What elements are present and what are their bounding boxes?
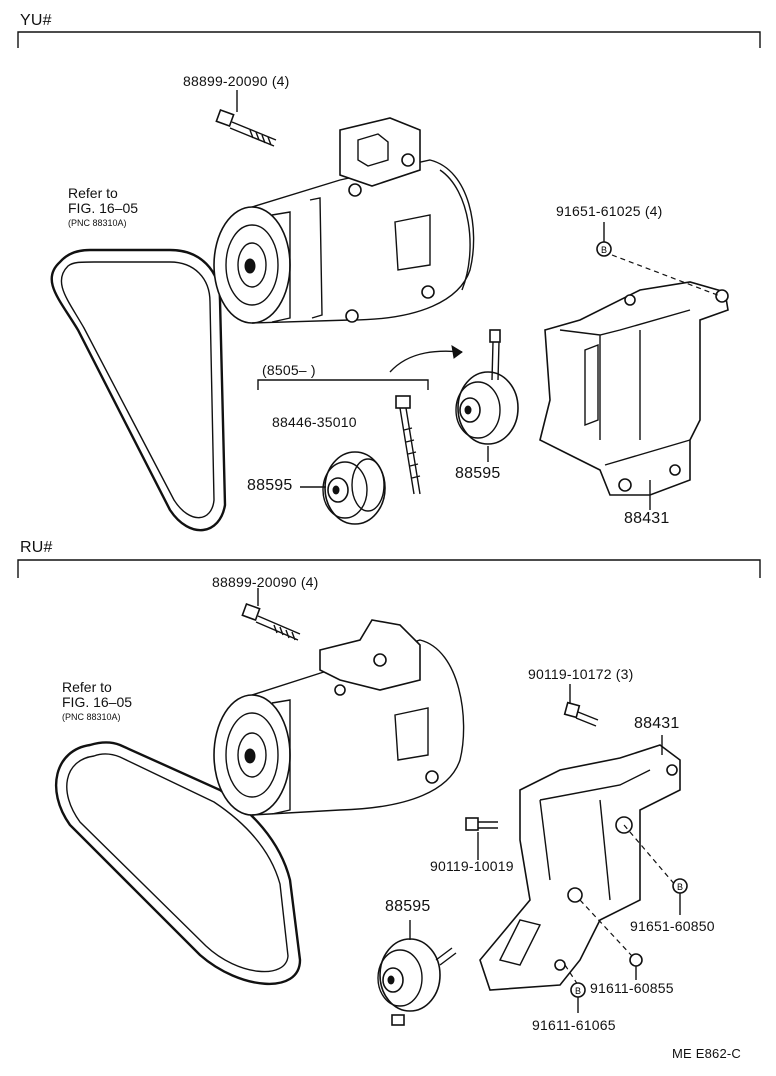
ru-label-bolt-top: 88899-20090 (4) xyxy=(212,574,319,590)
ru-bolt-90119-10172 xyxy=(563,701,599,727)
yu-label-nut: 91651-61025 (4) xyxy=(556,203,663,219)
yu-refer-note: Refer to FIG. 16–05 (PNC 88310A) xyxy=(68,186,138,231)
ru-label-nut-c: 91611-61065 xyxy=(532,1017,616,1033)
yu-drive-belt xyxy=(50,248,227,532)
yu-label-bracket: 88431 xyxy=(624,510,670,527)
ru-refer-pnc: (PNC 88310A) xyxy=(62,712,121,722)
svg-text:B: B xyxy=(677,882,683,892)
ru-label-bolt-mid: 90119-10019 xyxy=(430,858,514,874)
yu-label-range: (8505– ) xyxy=(262,362,316,378)
ru-label-nut-b: 91611-60855 xyxy=(590,980,674,996)
ru-section-header: RU# xyxy=(20,539,53,556)
svg-text:B: B xyxy=(575,986,581,996)
yu-label-idler-right: 88595 xyxy=(455,465,501,482)
yu-idler-pulley-left xyxy=(322,451,386,525)
ru-nut-marker-c: B xyxy=(570,982,586,998)
ru-bolt-90119-10019 xyxy=(465,817,498,831)
ru-nut-marker-a: B xyxy=(672,878,688,894)
ru-label-bolt-right: 90119-10172 (3) xyxy=(528,666,634,682)
yu-bracket-88431 xyxy=(539,281,729,496)
ru-label-nut-a: 91651-60850 xyxy=(630,918,715,934)
yu-label-bolt-top: 88899-20090 (4) xyxy=(183,73,290,89)
svg-text:B: B xyxy=(601,245,607,255)
yu-label-long-bolt: 88446-35010 xyxy=(272,414,357,430)
ru-idler-pulley xyxy=(377,938,457,1026)
ru-bracket-88431 xyxy=(479,744,681,991)
yu-dashed-nut-line xyxy=(611,254,721,297)
yu-section-header: YU# xyxy=(20,12,52,29)
yu-idler-pulley-right xyxy=(455,329,519,445)
ru-dashed-line-a xyxy=(623,824,677,887)
ru-drive-belt xyxy=(54,741,302,986)
footer-code: ME E862-C xyxy=(672,1046,741,1061)
ru-nut-b xyxy=(629,953,643,967)
ru-compressor xyxy=(213,619,465,816)
ru-dashed-line-c xyxy=(564,964,579,986)
yu-nut-marker: B xyxy=(596,241,612,257)
ru-refer-line2: FIG. 16–05 xyxy=(62,694,133,710)
yu-refer-pnc: (PNC 88310A) xyxy=(68,218,127,228)
yu-section-bracket xyxy=(17,31,761,48)
ru-section-bracket xyxy=(17,559,761,578)
ru-refer-line1: Refer to xyxy=(62,679,112,695)
ru-bolt-88899 xyxy=(241,602,301,641)
yu-bolt-88899 xyxy=(215,108,277,147)
ru-refer-note: Refer to FIG. 16–05 (PNC 88310A) xyxy=(62,680,132,725)
ru-label-idler: 88595 xyxy=(385,898,431,915)
yu-label-idler-left: 88595 xyxy=(247,477,293,494)
yu-refer-line2: FIG. 16–05 xyxy=(68,200,139,216)
ru-label-bracket: 88431 xyxy=(634,715,680,732)
ru-dashed-line-b xyxy=(579,899,633,957)
yu-compressor xyxy=(213,117,475,324)
yu-refer-line1: Refer to xyxy=(68,185,118,201)
yu-long-bolt-88446 xyxy=(395,395,421,495)
yu-range-bracket xyxy=(257,345,463,390)
